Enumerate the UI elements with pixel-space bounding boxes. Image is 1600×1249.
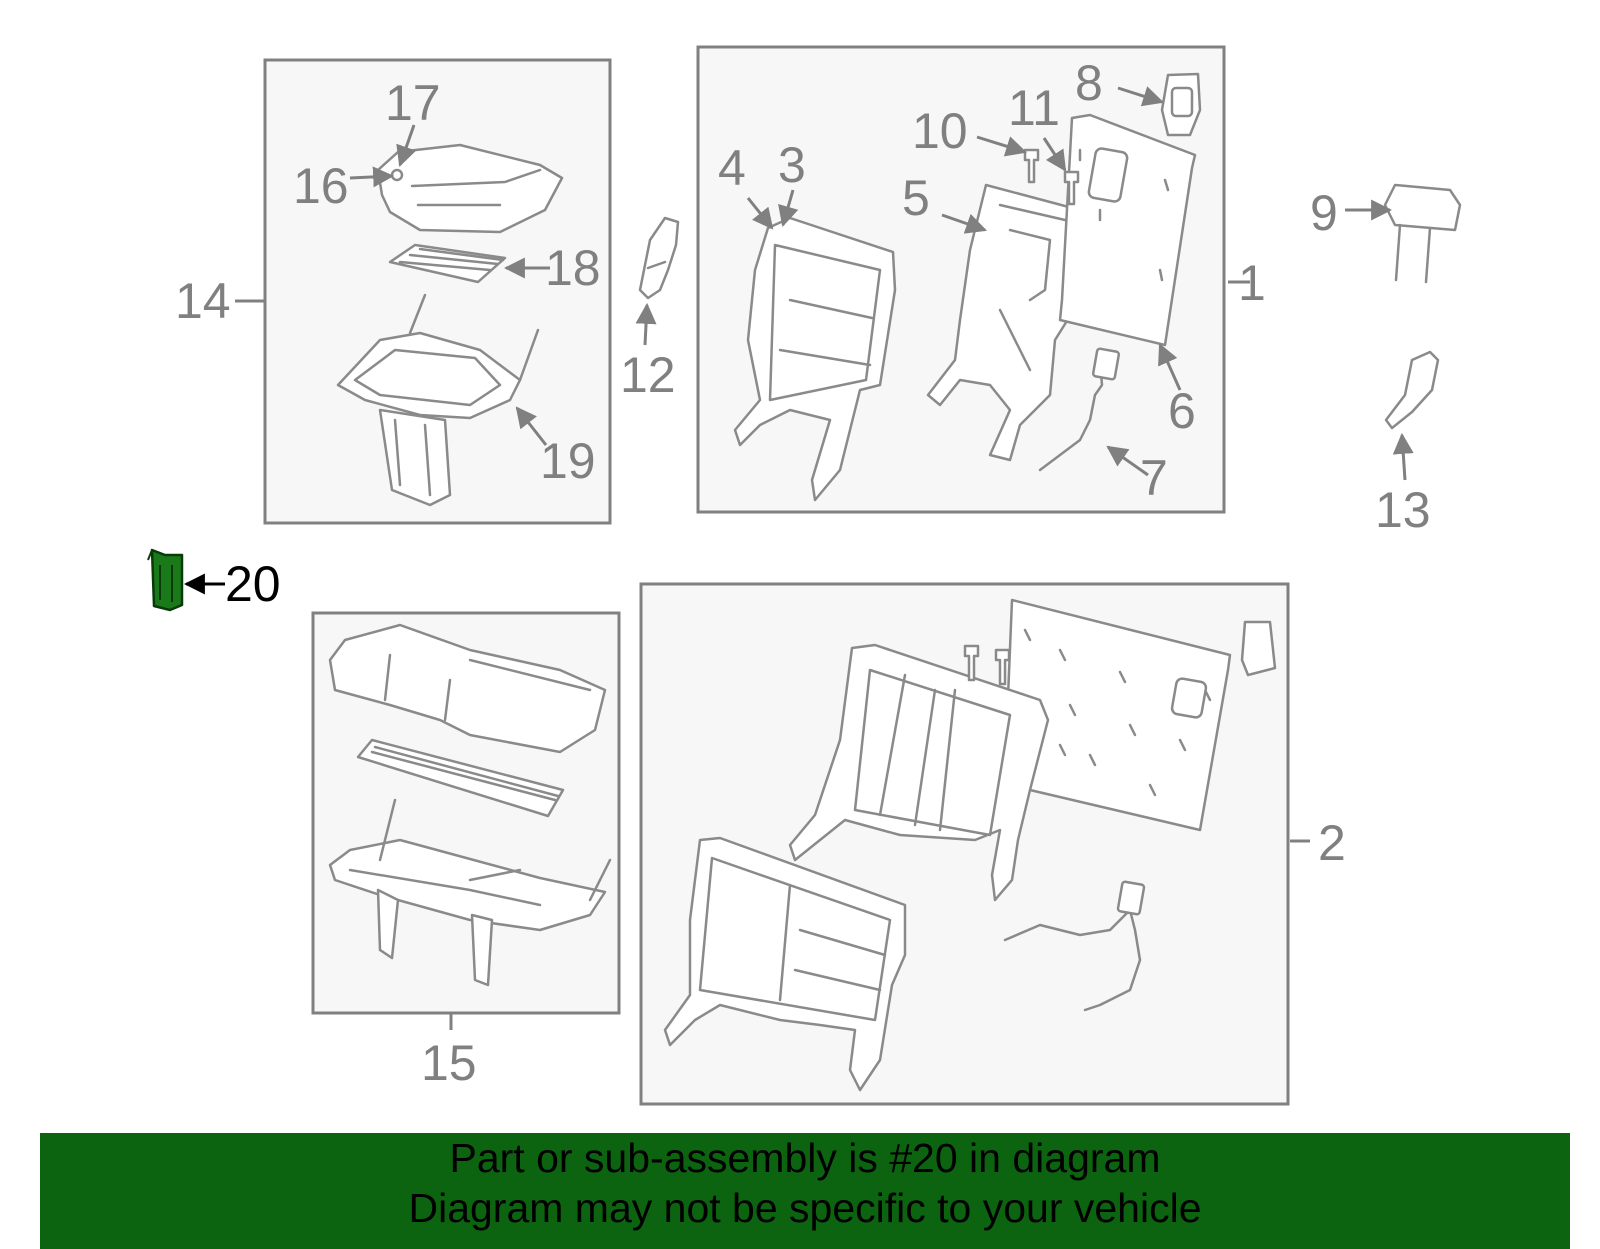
callout-9: 9 xyxy=(1310,185,1338,241)
callout-20: 20 xyxy=(225,556,281,612)
leader-7 xyxy=(1106,445,1149,477)
group-box-1 xyxy=(696,45,1226,514)
seat-cushion-pad xyxy=(376,143,564,234)
trim-cover-part xyxy=(638,216,680,300)
callout-18: 18 xyxy=(545,240,601,296)
callout-3: 3 xyxy=(778,137,806,193)
callout-4: 4 xyxy=(718,140,746,196)
leader-11 xyxy=(1042,137,1067,172)
cushion-frame xyxy=(336,331,522,420)
leader-3 xyxy=(778,189,799,228)
cushion-frame-leg xyxy=(378,408,452,507)
callout-2: 2 xyxy=(1318,815,1346,871)
info-banner: Part or sub-assembly is #20 in diagram D… xyxy=(40,1133,1570,1249)
wiring-harness xyxy=(1038,358,1104,472)
leader-16 xyxy=(349,166,395,188)
group-box-15 xyxy=(311,611,621,1015)
callout-19: 19 xyxy=(540,433,596,489)
leader-17 xyxy=(396,124,417,167)
latch-bezel xyxy=(1160,72,1202,137)
callout-6: 6 xyxy=(1168,383,1196,439)
callout-12: 12 xyxy=(620,347,676,403)
headrest-part xyxy=(1383,183,1462,284)
leader-13 xyxy=(1392,432,1414,481)
bench-seatback-frame xyxy=(788,643,1050,902)
callout-8: 8 xyxy=(1075,55,1103,111)
bench-wiring-harness xyxy=(1003,908,1142,1012)
callout-17: 17 xyxy=(385,75,441,131)
leader-6 xyxy=(1158,343,1182,391)
callout-5: 5 xyxy=(902,170,930,226)
clip-part xyxy=(390,168,404,182)
bracket-trim-part xyxy=(1384,350,1440,430)
bench-cushion-pan xyxy=(356,738,565,818)
leader-19 xyxy=(515,406,548,446)
callout-15: 15 xyxy=(421,1035,477,1091)
leader-12 xyxy=(635,302,657,346)
highlighted-part-20 xyxy=(147,548,184,612)
banner-line-2: Diagram may not be specific to your vehi… xyxy=(408,1185,1202,1231)
leader-10 xyxy=(976,135,1028,157)
banner-line-1: Part or sub-assembly is #20 in diagram xyxy=(449,1135,1161,1181)
seatback-panel xyxy=(926,183,1082,462)
callout-16: 16 xyxy=(293,158,349,214)
leader-8 xyxy=(1117,86,1165,107)
group-box-2 xyxy=(639,582,1290,1106)
callout-10: 10 xyxy=(912,103,968,159)
bolt-part xyxy=(1023,148,1040,184)
bench-seatback xyxy=(663,836,907,1092)
parts-diagram: 1 2 3 4 5 6 7 8 9 10 11 12 13 14 15 16 1… xyxy=(147,45,1462,1106)
callout-13: 13 xyxy=(1375,482,1431,538)
leader-5 xyxy=(941,213,987,234)
callout-14: 14 xyxy=(175,273,231,329)
callout-1: 1 xyxy=(1238,255,1266,311)
leader-4 xyxy=(746,197,774,230)
bench-cushion-pad xyxy=(328,623,607,754)
callout-7: 7 xyxy=(1140,450,1168,506)
callout-11: 11 xyxy=(1008,80,1060,136)
group-box-14 xyxy=(263,58,612,525)
seatback-frame xyxy=(733,216,897,502)
